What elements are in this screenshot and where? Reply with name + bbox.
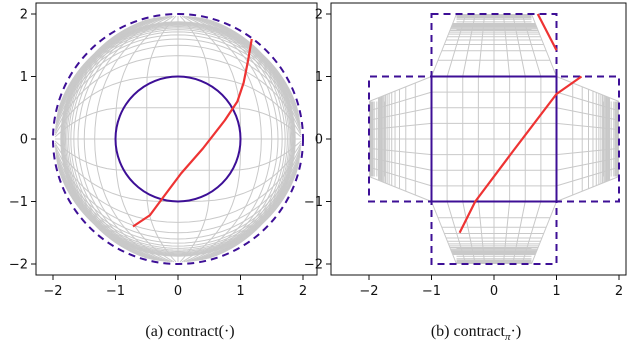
y-tick-label: 1 xyxy=(315,70,323,85)
grid-line xyxy=(54,44,302,132)
x-tick-label: −1 xyxy=(106,284,125,299)
grid-line xyxy=(209,19,296,259)
y-tick-label: 0 xyxy=(315,133,323,148)
grid-line xyxy=(188,16,279,262)
x-tick-label: −2 xyxy=(43,284,62,299)
panel-a-unit-circle xyxy=(114,75,242,203)
y-tick-label: −1 xyxy=(9,195,28,210)
grid-line xyxy=(54,107,302,138)
y-tick-label: 0 xyxy=(20,133,28,148)
caption-a: (a) contract(·) xyxy=(145,323,234,340)
y-tick-label: 2 xyxy=(20,8,28,23)
x-tick-label: −2 xyxy=(359,284,378,299)
caption-b: (b) contractπ·) xyxy=(431,323,521,343)
y-tick-label: −1 xyxy=(304,195,323,210)
grid-line xyxy=(54,55,302,134)
x-tick-label: 1 xyxy=(236,284,244,299)
panel-a: −2 −1 0 1 2 2 1 0 −1 −2 xyxy=(9,2,318,300)
y-tick-label: −2 xyxy=(9,258,28,273)
panel-a-ticks: −2 −1 0 1 2 2 1 0 −1 −2 xyxy=(9,8,307,300)
panel-b-ticks: −2 −1 0 1 2 2 1 0 −1 −2 xyxy=(304,8,623,300)
x-tick-label: 1 xyxy=(552,284,560,299)
panel-a-grid xyxy=(54,15,302,263)
grid-line xyxy=(185,15,273,263)
panel-a-curve xyxy=(132,38,253,228)
panel-b-curve xyxy=(458,13,583,234)
x-tick-label: 2 xyxy=(615,284,623,299)
x-tick-label: 2 xyxy=(299,284,307,299)
series-line xyxy=(536,13,558,51)
panel-b-unit-square xyxy=(430,75,558,203)
series-line xyxy=(458,75,583,234)
x-tick-label: 0 xyxy=(490,284,498,299)
panel-b-grid xyxy=(368,13,620,265)
grid-line xyxy=(183,15,262,263)
panel-b: −2 −1 0 1 2 2 1 0 −1 −2 xyxy=(304,2,627,300)
panel-a-boundary-circle xyxy=(52,13,304,265)
grid-line xyxy=(55,38,301,129)
x-tick-label: −1 xyxy=(422,284,441,299)
x-tick-label: 0 xyxy=(174,284,182,299)
y-tick-label: −2 xyxy=(304,258,323,273)
y-tick-label: 2 xyxy=(315,8,323,23)
y-tick-label: 1 xyxy=(20,70,28,85)
grid-line xyxy=(58,21,298,108)
series-line xyxy=(132,38,253,228)
